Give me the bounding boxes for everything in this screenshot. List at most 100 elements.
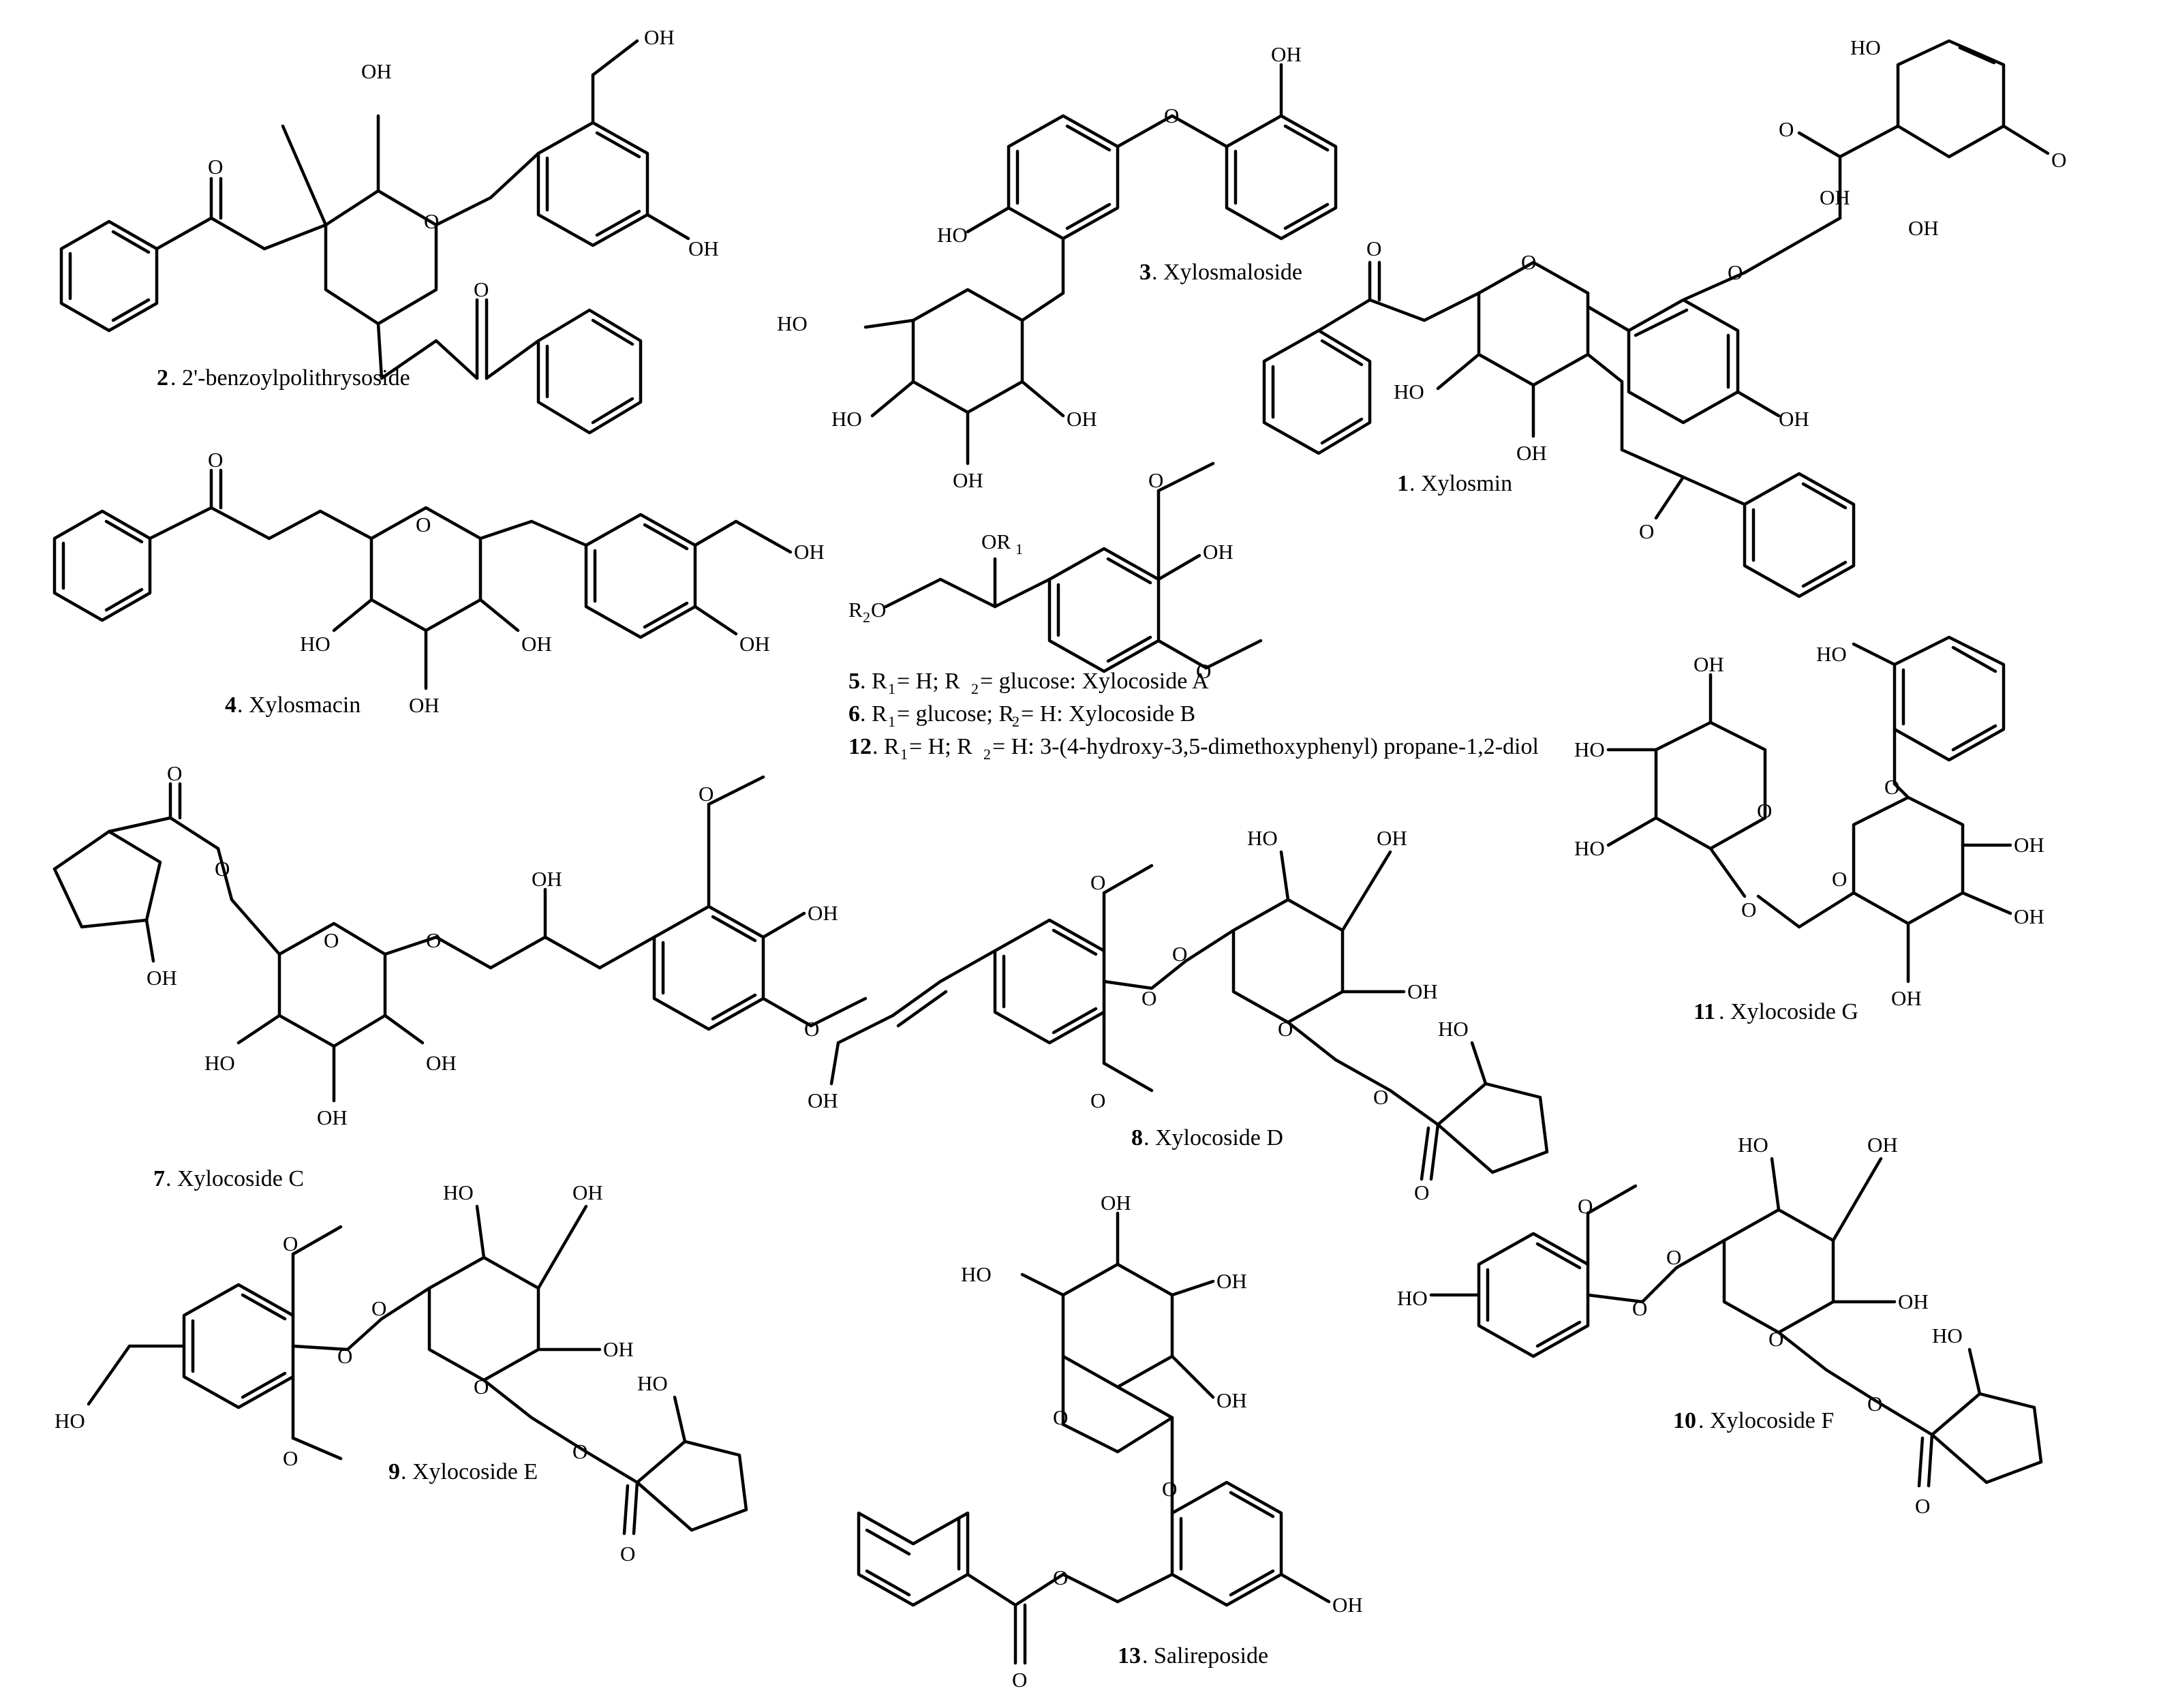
compound-13-number: 13: [1118, 1643, 1141, 1668]
c10-oh: OH: [1867, 1133, 1898, 1157]
c10-ho-ar: HO: [1397, 1286, 1428, 1310]
c8-o-meo: O: [1090, 870, 1105, 894]
compound-5-sub1: 1: [888, 680, 895, 697]
c7-oh-cp: OH: [147, 966, 177, 990]
compound-7-structure: [52, 775, 868, 1103]
c4-oh-4: OH: [409, 693, 440, 717]
c10-ho: HO: [1738, 1133, 1768, 1157]
compound-6-post: = H: Xylocoside B: [1021, 701, 1195, 727]
c1-ho-sugar: HO: [1394, 380, 1424, 403]
c1-o-link: O: [1728, 260, 1743, 284]
c8-o-link: O: [1141, 986, 1156, 1010]
c7-oh-s1: OH: [426, 1051, 457, 1075]
c3-oh-top: OH: [1271, 42, 1302, 66]
c3-ho-sugar: HO: [777, 311, 808, 335]
c9-o-link-2: O: [371, 1296, 386, 1320]
c8-oh-allyl: OH: [808, 1088, 838, 1112]
compound-12-sub2: 2: [983, 746, 991, 763]
c9-o-ring: O: [474, 1375, 489, 1399]
compound-13-structure: [857, 1211, 1331, 1665]
compound-3-number: 3: [1139, 260, 1151, 285]
c4-o-carbonyl: O: [208, 448, 223, 472]
c7-o-ring: O: [324, 928, 339, 952]
c13-o-ring: O: [1053, 1405, 1068, 1429]
compound-2-structure: [59, 39, 690, 435]
compound-6-number: 6: [848, 701, 860, 727]
c8-ho-cp: HO: [1438, 1017, 1469, 1041]
c4-o-ring: O: [416, 513, 431, 536]
compound-11-number: 11: [1694, 999, 1715, 1024]
c11-o-xyl: O: [1757, 799, 1772, 823]
c9-oh: OH: [572, 1180, 603, 1204]
c13-o-ester: O: [1053, 1566, 1068, 1589]
compound-1-structure: [1262, 39, 2050, 598]
c1-oh-1: OH: [1820, 185, 1850, 209]
c5-r2o-o: O: [871, 598, 886, 622]
c8-oh: OH: [1377, 826, 1407, 850]
compound-10-number: 10: [1673, 1408, 1696, 1433]
compound-1-name: . Xylosmin: [1409, 471, 1512, 496]
c3-ho-sugar-2: HO: [831, 407, 862, 431]
c1-oh-ring: OH: [1779, 407, 1809, 431]
compound-8-name: . Xylocoside D: [1144, 1125, 1283, 1150]
c5-oh: OH: [1203, 540, 1233, 564]
compound-4-number: 4: [225, 692, 236, 718]
c11-oh-xyl: OH: [1694, 652, 1724, 676]
c3-oh-sugar: OH: [1067, 407, 1097, 431]
c5-r2o: R: [848, 598, 863, 622]
c9-o-link: O: [337, 1344, 352, 1368]
compound-6-mid: = glucose; R: [897, 701, 1014, 727]
c7-oh-s2: OH: [317, 1105, 348, 1129]
c10-o-meo: O: [1578, 1194, 1593, 1218]
compound-5-structure: [884, 461, 1263, 673]
c9-o-meo: O: [283, 1232, 298, 1255]
c4-ho: HO: [300, 632, 331, 656]
compound-8-structure: [829, 850, 1549, 1181]
compound-6-sub2: 2: [1012, 713, 1020, 730]
c5-r2o-sub: 2: [863, 609, 870, 626]
compound-12-mid: = H; R: [909, 734, 972, 759]
compound-1-number: 1: [1397, 471, 1409, 496]
c9-o-meo-2: O: [283, 1446, 298, 1470]
c7-oh-ar: OH: [808, 901, 838, 925]
c7-oh-chain: OH: [532, 867, 562, 891]
compound-11-name: . Xylocoside G: [1719, 999, 1858, 1024]
c4-oh-3: OH: [521, 632, 552, 656]
c1-o-ring: O: [1521, 250, 1536, 274]
compound-2-name: . 2'-benzoylpolithrysoside: [170, 365, 410, 391]
c7-o-ester: O: [215, 857, 230, 881]
c9-o-carbonyl: O: [620, 1542, 635, 1566]
compound-6-sub1: 1: [888, 713, 895, 730]
c11-o: O: [1884, 775, 1899, 799]
compound-2-number: 2: [157, 365, 168, 391]
c10-oh-2: OH: [1898, 1290, 1929, 1313]
c7-o-meo-2: O: [804, 1017, 819, 1041]
c10-o-link: O: [1632, 1296, 1647, 1320]
c1-o-carbonyl: O: [1366, 237, 1381, 260]
compound-4-structure: [52, 468, 793, 690]
compound-4-name: . Xylosmacin: [237, 692, 361, 718]
compound-7-number: 7: [153, 1166, 165, 1191]
c4-oh: OH: [794, 540, 825, 564]
c11-o-3: O: [1741, 898, 1756, 921]
compound-9-number: 9: [388, 1459, 400, 1484]
c5-o-methoxy: O: [1148, 468, 1163, 492]
compound-10-name: . Xylocoside F: [1698, 1408, 1834, 1433]
c8-o-carbonyl: O: [1414, 1180, 1429, 1204]
compound-5-pre: . R: [860, 669, 887, 694]
c13-oh: OH: [1216, 1269, 1247, 1293]
c13-ho: HO: [961, 1262, 992, 1286]
c7-o-glyc: O: [426, 928, 441, 952]
c8-oh-2: OH: [1407, 979, 1438, 1003]
c7-o-meo: O: [699, 782, 714, 806]
compound-9-name: . Xylocoside E: [401, 1459, 538, 1484]
c5-or1: OR: [981, 530, 1011, 553]
c3-ho-left: HO: [937, 223, 968, 247]
c7-o-carbonyl: O: [167, 761, 182, 785]
c9-ho-cp: HO: [637, 1371, 668, 1395]
c8-o-ring: O: [1278, 1017, 1293, 1041]
compound-12-sub1: 1: [900, 746, 908, 763]
c2-o-ring: O: [424, 209, 439, 233]
c13-oh-top: OH: [1101, 1191, 1131, 1215]
compound-3-name: . Xylosmaloside: [1152, 260, 1302, 285]
